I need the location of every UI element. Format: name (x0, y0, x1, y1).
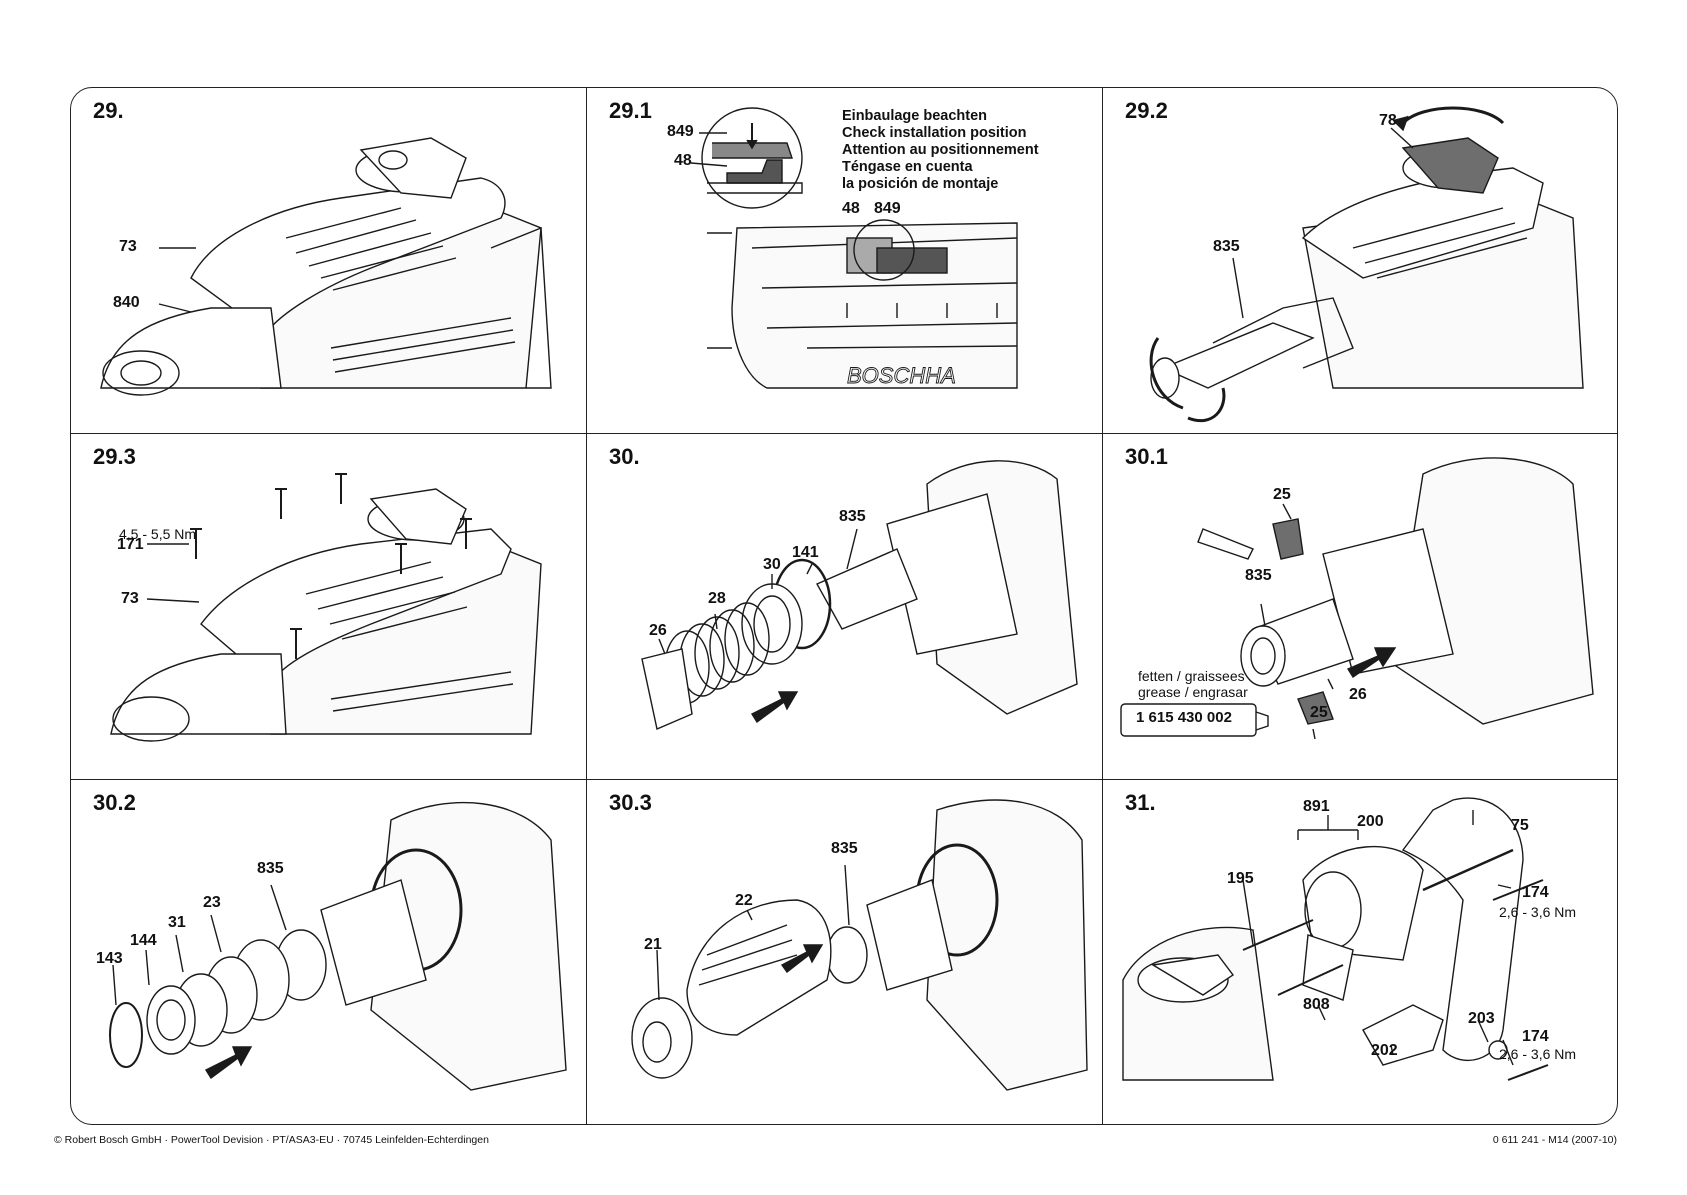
callout-835: 835 (1245, 567, 1272, 584)
note-line: Check installation position (842, 125, 1027, 141)
callout-48-section: 48 (842, 200, 860, 217)
callout-835: 835 (831, 840, 858, 857)
torque-spec-top: 2,6 - 3,6 Nm (1499, 904, 1577, 920)
panel-title: 29.1 (609, 98, 652, 123)
callout-202: 202 (1371, 1042, 1398, 1059)
panel-29-3: 29.3 (71, 434, 587, 780)
callout-849-section: 849 (874, 200, 901, 217)
panel-title: 30.3 (609, 790, 652, 815)
note-line: la posición de montaje (842, 176, 999, 192)
panel-title: 30. (609, 444, 640, 469)
panel-30-1: 30.1 (1103, 434, 1617, 780)
callout-195: 195 (1227, 870, 1254, 887)
drawing-knob-and-tube-rotation (1149, 106, 1584, 423)
footer-copyright: © Robert Bosch GmbH · PowerTool Devision… (54, 1134, 489, 1146)
panel-title: 30.1 (1125, 444, 1168, 469)
callout-21: 21 (644, 936, 662, 953)
callout-48: 48 (674, 152, 692, 169)
callout-835: 835 (1213, 238, 1240, 255)
drawing-spring-assembly (641, 460, 1078, 730)
screw-group (190, 473, 472, 659)
grease-line: fetten / graissees (1138, 668, 1245, 684)
note-line: Téngase en cuenta (842, 159, 973, 175)
drawing-installation-position: BOSCHHA (690, 107, 1018, 389)
panel-31: 31. (1103, 780, 1617, 1124)
panel-30: 30. (587, 434, 1103, 780)
drawing-grease-application (1120, 457, 1594, 740)
panel-title: 31. (1125, 790, 1156, 815)
callout-75: 75 (1511, 817, 1529, 834)
footer-document-number: 0 611 241 - M14 (2007-10) (1492, 1134, 1617, 1146)
drawing-cap-assembly (631, 799, 1088, 1091)
callout-200: 200 (1357, 813, 1384, 830)
callout-25-bottom: 25 (1310, 704, 1328, 721)
callout-31: 31 (168, 914, 186, 931)
callout-28: 28 (708, 590, 726, 607)
callout-143: 143 (96, 950, 123, 967)
drawing-sleeve-assembly (109, 801, 567, 1091)
grease-instruction: fetten / graissees grease / engrasar (1138, 668, 1248, 700)
drawing-hammer-cover-removal (100, 137, 552, 396)
torque-spec: 4,5 - 5,5 Nm (119, 526, 197, 542)
callout-141: 141 (792, 544, 819, 561)
callout-808: 808 (1303, 996, 1330, 1013)
callout-22: 22 (735, 892, 753, 909)
callout-849: 849 (667, 123, 694, 140)
instruction-sheet: 29. (70, 87, 1618, 1125)
callout-835: 835 (839, 508, 866, 525)
panel-30-2: 30.2 (71, 780, 587, 1124)
panel-29-1: 29.1 (587, 88, 1103, 434)
brand-text: BOSCHHA (847, 363, 956, 388)
note-line: Einbaulage beachten (842, 108, 988, 124)
drawing-cover-screws (110, 473, 542, 742)
callout-73: 73 (121, 590, 139, 607)
grease-part-number: 1 615 430 002 (1136, 709, 1232, 726)
panel-29: 29. (71, 88, 587, 434)
callout-26: 26 (1349, 686, 1367, 703)
drawing-handle-assembly (1122, 797, 1549, 1081)
callout-25-top: 25 (1273, 486, 1291, 503)
panel-title: 29.2 (1125, 98, 1168, 123)
panel-30-3: 30.3 835 22 21 (587, 780, 1103, 1124)
note-line: Attention au positionnement (842, 142, 1039, 158)
callout-891: 891 (1303, 798, 1330, 815)
callout-203: 203 (1468, 1010, 1495, 1027)
callout-30: 30 (763, 556, 781, 573)
panel-title: 29. (93, 98, 124, 123)
installation-note: Einbaulage beachten Check installation p… (842, 108, 1039, 193)
callout-78: 78 (1379, 112, 1397, 129)
callout-144: 144 (130, 932, 157, 949)
callout-23: 23 (203, 894, 221, 911)
callout-835: 835 (257, 860, 284, 877)
panel-title: 29.3 (93, 444, 136, 469)
callout-174-bottom: 174 (1522, 1028, 1549, 1045)
callout-840: 840 (113, 294, 140, 311)
panel-title: 30.2 (93, 790, 136, 815)
callout-171: 171 (117, 536, 144, 553)
panel-29-2: 29.2 (1103, 88, 1617, 434)
callout-174-top: 174 (1522, 884, 1549, 901)
callout-73: 73 (119, 238, 137, 255)
torque-spec-bottom: 2,6 - 3,6 Nm (1499, 1046, 1577, 1062)
callout-26: 26 (649, 622, 667, 639)
grease-line: grease / engrasar (1138, 684, 1248, 700)
